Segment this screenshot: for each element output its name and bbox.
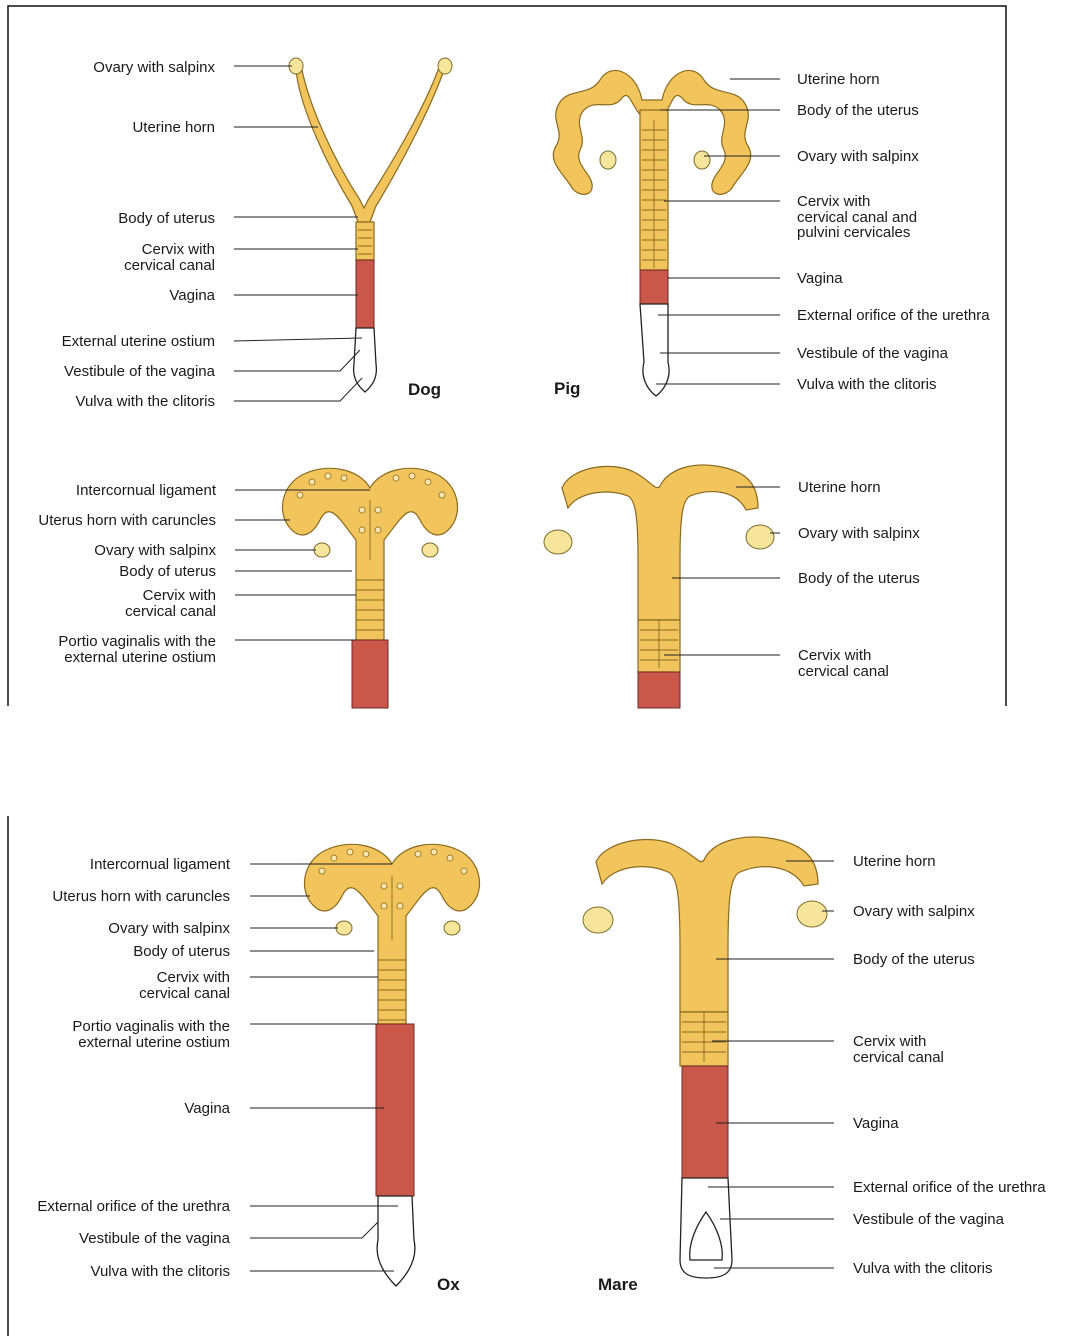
pig-species-label: Pig [554, 379, 580, 398]
mare-label-ovary: Ovary with salpinx [853, 903, 975, 920]
pig-vestibule [640, 304, 669, 396]
ox-partial-vagina [352, 640, 388, 708]
dog-vestibule [354, 328, 377, 392]
dog-label-uterine-horn: Uterine horn [132, 119, 215, 136]
dog-vagina [356, 260, 374, 328]
ox-label-urethra: External orifice of the urethra [37, 1198, 230, 1215]
ox-label-horn: Uterus horn with caruncles [52, 888, 230, 905]
ox-label-cervix-2: cervical canal [139, 985, 230, 1002]
ox-vagina [376, 1024, 414, 1196]
ox-partial-diagram: Intercornual ligament Uterus horn with c… [38, 468, 457, 708]
ox-ovary-right [444, 921, 460, 935]
mare-label-urethra: External orifice of the urethra [853, 1179, 1046, 1196]
mare-ovary-right [797, 901, 827, 927]
ox-partial-label-horn: Uterus horn with caruncles [38, 512, 216, 529]
dog-label-cervix-1: Cervix with [142, 241, 215, 258]
mare-partial-label-body: Body of the uterus [798, 570, 920, 587]
mare-label-vulva: Vulva with the clitoris [853, 1260, 993, 1277]
mare-uterus [596, 837, 818, 1012]
ox-partial-ovary-left [314, 543, 330, 557]
ox-label-portio-2: external uterine ostium [78, 1034, 230, 1051]
mare-ovary-left [583, 907, 613, 933]
ox-label-vulva: Vulva with the clitoris [91, 1263, 231, 1280]
mare-species-label: Mare [598, 1275, 638, 1294]
ox-ovary-left [336, 921, 352, 935]
pig-label-vestibule: Vestibule of the vagina [797, 345, 949, 362]
ox-label-ovary: Ovary with salpinx [108, 920, 230, 937]
mare-partial-diagram: Uterine horn Ovary with salpinx Body of … [544, 465, 920, 708]
ox-partial-ovary-right [422, 543, 438, 557]
ox-diagram: Intercornual ligament Uterus horn with c… [37, 844, 479, 1294]
mare-label-horn: Uterine horn [853, 853, 936, 870]
dog-label-vagina: Vagina [169, 287, 215, 304]
mare-vagina [682, 1066, 728, 1178]
mare-partial-label-cervix-2: cervical canal [798, 663, 889, 680]
ox-partial-label-ovary: Ovary with salpinx [94, 542, 216, 559]
pig-label-cervix-3: pulvini cervicales [797, 224, 910, 241]
mare-diagram: Uterine horn Ovary with salpinx Body of … [583, 837, 1046, 1294]
mare-partial-label-cervix-1: Cervix with [798, 647, 871, 664]
pig-label-body-uterus: Body of the uterus [797, 102, 919, 119]
dog-uterus [296, 70, 444, 222]
pig-vagina [640, 270, 668, 304]
mare-partial-label-ovary: Ovary with salpinx [798, 525, 920, 542]
mare-label-vagina: Vagina [853, 1115, 899, 1132]
dog-label-ovary: Ovary with salpinx [93, 59, 215, 76]
dog-label-body-uterus: Body of uterus [118, 210, 215, 227]
ox-partial-label-body: Body of uterus [119, 563, 216, 580]
dog-diagram: Ovary with salpinx Uterine horn Body of … [62, 58, 452, 410]
pig-ovary-left [600, 151, 616, 169]
pig-ovary-right [694, 151, 710, 169]
dog-label-vestibule: Vestibule of the vagina [64, 363, 216, 380]
ox-label-portio-1: Portio vaginalis with the [72, 1018, 230, 1035]
ox-label-vestibule: Vestibule of the vagina [79, 1230, 231, 1247]
dog-label-vulva: Vulva with the clitoris [76, 393, 216, 410]
mare-partial-ovary-right [746, 525, 774, 549]
ox-partial-label-cervix-1: Cervix with [143, 587, 216, 604]
ox-partial-label-ligament: Intercornual ligament [76, 482, 217, 499]
ox-partial-label-portio-1: Portio vaginalis with the [58, 633, 216, 650]
dog-label-cervix-2: cervical canal [124, 257, 215, 274]
ox-label-cervix-1: Cervix with [157, 969, 230, 986]
pig-label-cervix-1: Cervix with [797, 193, 870, 210]
dog-ovary-right [438, 58, 452, 74]
pig-label-urethra: External orifice of the urethra [797, 307, 990, 324]
mare-label-cervix-2: cervical canal [853, 1049, 944, 1066]
ox-label-ligament: Intercornual ligament [90, 856, 231, 873]
mare-partial-label-horn: Uterine horn [798, 479, 881, 496]
pig-diagram: Uterine horn Body of the uterus Ovary wi… [553, 70, 990, 398]
ox-partial-label-portio-2: external uterine ostium [64, 649, 216, 666]
mare-partial-vagina [638, 672, 680, 708]
ox-label-body: Body of uterus [133, 943, 230, 960]
ox-partial-label-cervix-2: cervical canal [125, 603, 216, 620]
mare-partial-uterus [562, 465, 758, 620]
mare-label-body: Body of the uterus [853, 951, 975, 968]
mare-partial-ovary-left [544, 530, 572, 554]
ox-species-label: Ox [437, 1275, 460, 1294]
pig-label-ovary: Ovary with salpinx [797, 148, 919, 165]
dog-species-label: Dog [408, 380, 441, 399]
ox-label-vagina: Vagina [184, 1100, 230, 1117]
mare-label-vestibule: Vestibule of the vagina [853, 1211, 1005, 1228]
pig-label-vulva: Vulva with the clitoris [797, 376, 937, 393]
ox-vestibule [377, 1196, 415, 1286]
pig-label-vagina: Vagina [797, 270, 843, 287]
mare-label-cervix-1: Cervix with [853, 1033, 926, 1050]
dog-label-ostium: External uterine ostium [62, 333, 215, 350]
pig-label-uterine-horn: Uterine horn [797, 71, 880, 88]
